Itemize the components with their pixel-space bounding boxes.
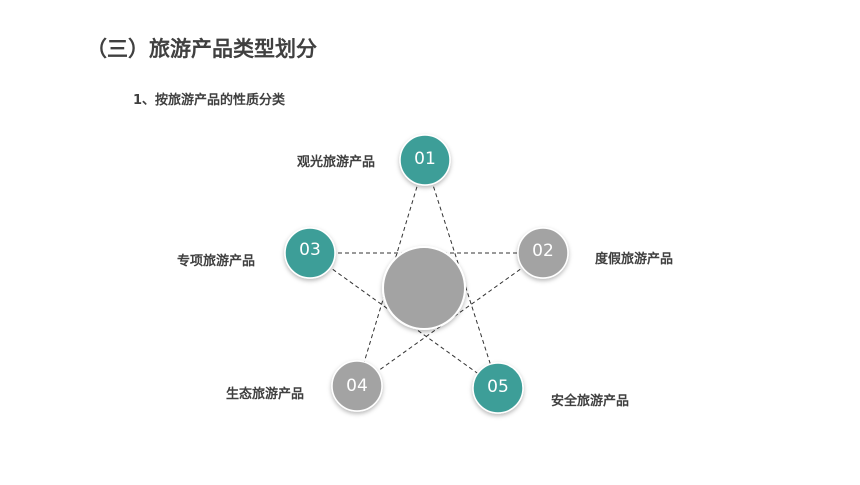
node-01: 01 [399,134,451,186]
node-04-circle [331,360,383,412]
node-04: 04 [331,360,383,412]
node-05-circle [472,362,524,414]
connector-01-04 [356,159,426,387]
center-circle [382,246,466,330]
node-05-number: 05 [487,377,509,397]
section-subtitle: 1、按旅游产品的性质分类 [133,93,286,108]
node-01-label: 观光旅游产品 [297,155,376,170]
node-04-number: 04 [346,376,368,396]
node-01-number: 01 [414,149,436,169]
node-02-number: 02 [532,241,554,261]
node-03-number: 03 [299,240,321,260]
node-02-label: 度假旅游产品 [595,252,674,267]
node-01-circle [399,134,451,186]
page-title: （三）旅游产品类型划分 [86,37,317,61]
node-04-label: 生态旅游产品 [226,387,305,402]
node-03-circle [284,227,336,279]
node-05: 05 [472,362,524,414]
node-03-label: 专项旅游产品 [177,254,256,269]
node-02: 02 [517,227,569,279]
node-05-label: 安全旅游产品 [551,394,630,409]
node-03: 03 [284,227,336,279]
node-02-circle [517,227,569,279]
